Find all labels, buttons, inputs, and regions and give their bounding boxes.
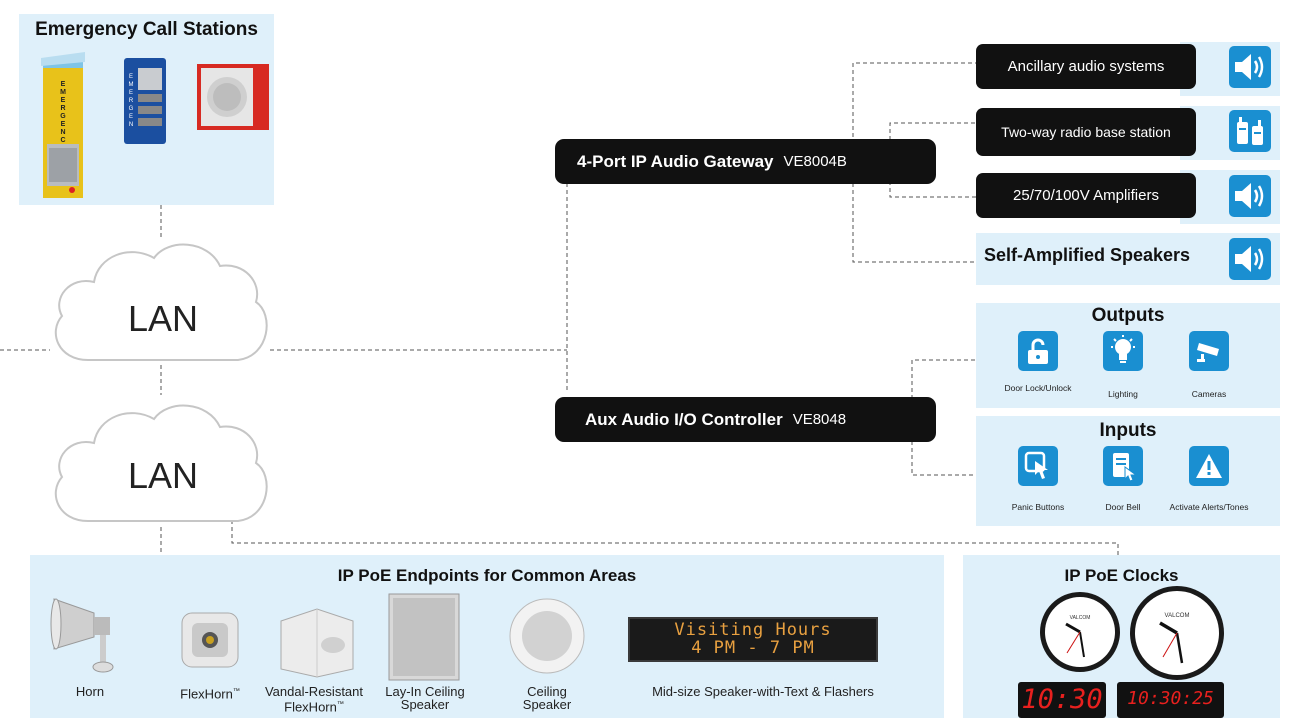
controller-pill: Aux Audio I/O Controller VE8048 [555,397,936,442]
trademark-mark: ™ [336,701,344,708]
light-bulb-icon [1103,331,1143,371]
audio-output-self-amplified: Self-Amplified Speakers [984,245,1191,265]
push-button-icon [1018,446,1058,486]
digital-clock-small-time: 10:30 [1021,684,1103,715]
endpoint-label-vandal-flexhorn: Vandal-Resistant FlexHorn™ [255,685,373,713]
audio-output-amplifiers: 25/70/100V Amplifiers [976,173,1196,218]
lan-cloud-bottom: LAN [48,393,273,528]
output-label-door: Door Lock/Unlock [1004,383,1072,393]
emergency-tower-image: E M E R G E N C [39,52,86,200]
endpoint-label-horn: Horn [75,684,105,699]
emergency-call-stations-panel: Emergency Call Stations E M E R G E N C [19,14,274,205]
inputs-title: Inputs [1099,420,1157,441]
input-label-alerts: Activate Alerts/Tones [1169,502,1249,512]
svg-text:N: N [60,129,65,136]
svg-text:R: R [60,105,65,112]
analog-clock-large: VALCOM [1129,585,1225,681]
controller-label: Aux Audio I/O Controller [585,409,783,429]
audio-output-two-way-radio: Two-way radio base station [976,108,1196,156]
endpoints-title: IP PoE Endpoints for Common Areas [337,566,637,585]
svg-text:E: E [129,74,133,80]
controller-model: VE8048 [792,411,847,428]
svg-text:N: N [129,122,133,128]
unlock-icon [1018,331,1058,371]
analog-clock-small: VALCOM [1039,591,1121,673]
endpoint-label-flexhorn: FlexHorn™ [170,685,250,700]
svg-text:G: G [60,113,66,120]
vandal-flexhorn-text: Vandal-Resistant FlexHorn [264,684,364,715]
digital-clock-large: 10:30:25 [1117,682,1224,718]
svg-text:E: E [61,81,66,88]
svg-text:R: R [129,98,134,104]
blue-call-box-image: E M E R G E N [121,58,169,146]
output-label-lighting: Lighting [1108,389,1138,399]
svg-text:M: M [60,89,66,96]
sign-text-line1: Visiting Hours [674,620,832,640]
lan-cloud-top: LAN [48,232,273,367]
camera-icon [1189,331,1229,371]
clock-brand: VALCOM [1069,615,1091,621]
svg-text:C: C [60,137,65,144]
endpoints-panel: IP PoE Endpoints for Common Areas Horn F… [30,555,944,718]
svg-text:M: M [129,82,134,88]
input-label-panic: Panic Buttons [1011,502,1065,512]
vandal-flexhorn-image [277,607,357,679]
svg-text:E: E [129,114,133,120]
trademark-mark: ™ [232,688,240,695]
message-sign-image: Visiting Hours 4 PM - 7 PM [628,617,878,662]
horn-image [50,593,120,679]
svg-text:E: E [61,121,66,128]
endpoint-label-message-sign: Mid-size Speaker-with-Text & Flashers [652,684,874,699]
ceiling-speaker-image [508,597,586,675]
speaker-icon [1229,175,1271,217]
endpoint-label-lay-in-speaker: Lay-In Ceiling Speaker [385,684,465,712]
endpoint-label-ceiling-speaker: Ceiling Speaker [522,684,572,712]
audio-output-ancillary: Ancillary audio systems [976,44,1196,89]
output-label-cameras: Cameras [1191,389,1227,399]
flexhorn-image [180,611,240,669]
digital-clock-small: 10:30 [1018,682,1106,718]
svg-text:E: E [61,97,66,104]
outputs-panel: Outputs Door Lock/Unlock Lighting Camera… [976,303,1280,408]
sign-text-line2: 4 PM - 7 PM [691,638,815,658]
gateway-label: 4-Port IP Audio Gateway [577,151,774,171]
lan-label-bottom: LAN [128,455,199,496]
doorbell-icon [1103,446,1143,486]
svg-text:E: E [129,90,133,96]
clocks-title: IP PoE Clocks [1064,566,1179,585]
warning-icon [1189,446,1229,486]
gateway-model: VE8004B [783,153,847,170]
speaker-icon [1229,46,1271,88]
flexhorn-text: FlexHorn [180,686,233,702]
panel-title: Emergency Call Stations [35,19,258,40]
input-label-doorbell: Door Bell [1105,502,1141,512]
lay-in-ceiling-speaker-image [388,593,460,681]
speaker-icon [1229,238,1271,280]
outputs-title: Outputs [1091,305,1165,326]
clock-brand: VALCOM [1164,613,1190,619]
two-way-radio-icon [1229,110,1271,152]
clocks-panel: IP PoE Clocks VALCOM VALCOM 10:30 10:30:… [963,555,1280,718]
gateway-pill: 4-Port IP Audio Gateway VE8004B [555,139,936,184]
inputs-panel: Inputs Panic Buttons Door Bell Activate … [976,416,1280,526]
red-call-box-image [197,64,269,132]
digital-clock-large-time: 10:30:25 [1127,688,1214,709]
svg-text:G: G [129,106,134,112]
lan-label-top: LAN [128,298,199,339]
